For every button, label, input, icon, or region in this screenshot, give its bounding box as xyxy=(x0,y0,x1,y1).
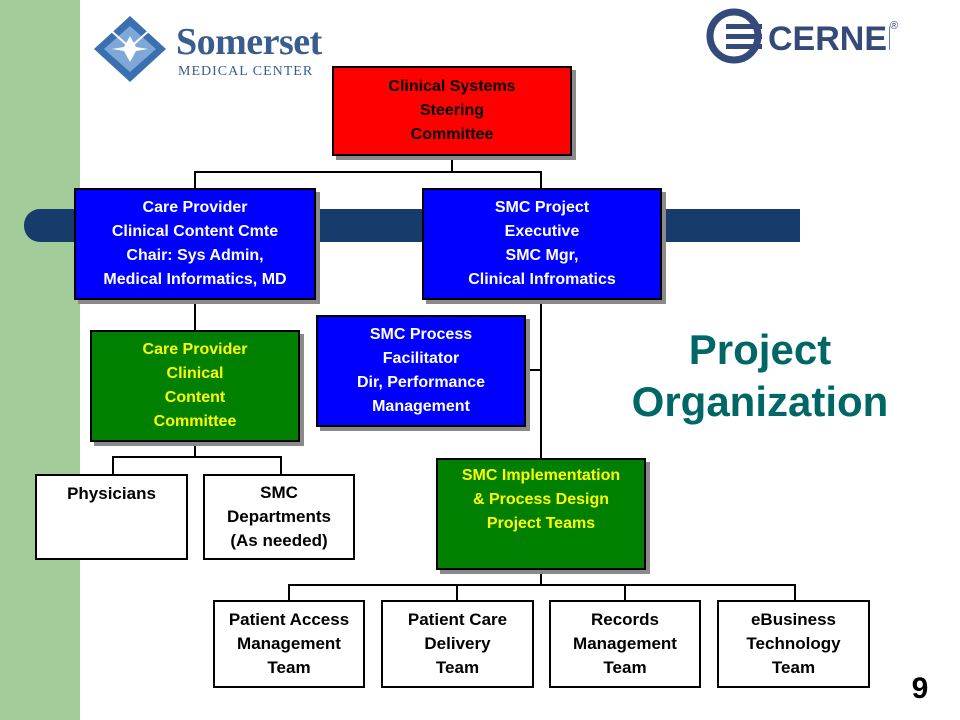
box-text-line: Management xyxy=(237,634,341,653)
connector-line xyxy=(624,584,626,600)
somerset-wordmark: Somerset xyxy=(176,21,322,63)
box-text-line: Clinical Content Cmte xyxy=(111,223,279,240)
green-sidebar xyxy=(0,0,80,720)
box-text-line: SMC Mgr, xyxy=(505,247,579,264)
box-text-line: Committee xyxy=(410,126,494,143)
box-text-line: Steering xyxy=(419,102,484,119)
box-text-line: Care Provider xyxy=(142,341,248,358)
box-text-line: Medical Informatics, MD xyxy=(103,271,287,288)
box-text-line: Chair: Sys Admin, xyxy=(126,247,264,264)
connector-line xyxy=(194,442,196,457)
box-text-line: Clinical Systems xyxy=(388,78,516,95)
box-text-line: Delivery xyxy=(424,634,491,653)
box-text-line: Patient Care xyxy=(407,610,508,629)
connector-line xyxy=(194,171,196,188)
box-text-line: Management xyxy=(573,634,677,653)
cerner-logo-icon: CERNER xyxy=(706,8,890,64)
box-text-line: & Process Design xyxy=(472,491,610,508)
connector-line xyxy=(540,171,542,188)
connector-line xyxy=(112,456,114,474)
box-text-line: Management xyxy=(372,398,470,415)
connector-line xyxy=(194,300,196,330)
box-text-line: SMC Implementation xyxy=(461,467,621,484)
box-text-line: Team xyxy=(771,658,816,677)
box-text-line: Team xyxy=(267,658,311,677)
connector-line xyxy=(288,584,290,600)
connector-line xyxy=(451,156,453,172)
box-text-line: SMC Process xyxy=(369,326,473,343)
box-text-line: Executive xyxy=(504,223,580,240)
box-text-line: Departments xyxy=(227,507,331,526)
connector-line xyxy=(456,584,458,600)
connector-line xyxy=(794,584,796,600)
box-text-line: Team xyxy=(435,658,480,677)
somerset-logo: Somerset MEDICAL CENTER xyxy=(92,14,342,84)
connector-line xyxy=(526,369,541,371)
box-text-line: Technology xyxy=(746,634,841,653)
box-text-line: Patient Access xyxy=(228,610,350,629)
connector-line xyxy=(194,171,542,173)
box-text-line: SMC xyxy=(260,483,298,502)
page-number: 9 xyxy=(911,672,929,705)
box-text-line: Clinical Infromatics xyxy=(468,271,616,288)
box-text-line: Dir, Performance xyxy=(356,374,486,391)
box-text-line: eBusiness xyxy=(750,610,837,629)
cerner-logo: CERNER ® xyxy=(704,6,950,66)
title-line: Organization xyxy=(631,378,889,425)
box-text-line: Clinical xyxy=(166,365,224,382)
connector-line xyxy=(280,456,282,474)
somerset-subtitle: MEDICAL CENTER xyxy=(178,64,314,79)
page-title: Project Organization xyxy=(600,324,920,428)
connector-line xyxy=(540,570,542,585)
physicians-box: Physicians xyxy=(35,474,188,560)
cerner-wordmark: CERNER xyxy=(768,20,890,58)
box-text-line: Content xyxy=(164,389,226,406)
connector-line xyxy=(112,456,282,458)
somerset-star-icon xyxy=(94,16,166,82)
box-text-line: SMC Project xyxy=(494,199,590,216)
box-text-line: Physicians xyxy=(67,484,156,503)
registered-mark: ® xyxy=(890,20,899,32)
title-line: Project xyxy=(688,326,832,373)
box-text-line: (As needed) xyxy=(230,531,328,550)
box-text-line: Facilitator xyxy=(382,350,460,367)
box-text-line: Care Provider xyxy=(142,199,248,216)
box-text-line: Team xyxy=(603,658,647,677)
departments-box: SMC Departments (As needed) xyxy=(203,474,355,560)
box-text-line: Records xyxy=(590,610,660,629)
connector-line xyxy=(288,584,796,586)
box-text-line: Committee xyxy=(153,413,237,430)
box-text-line: Project Teams xyxy=(486,515,596,532)
connector-line xyxy=(540,300,542,458)
